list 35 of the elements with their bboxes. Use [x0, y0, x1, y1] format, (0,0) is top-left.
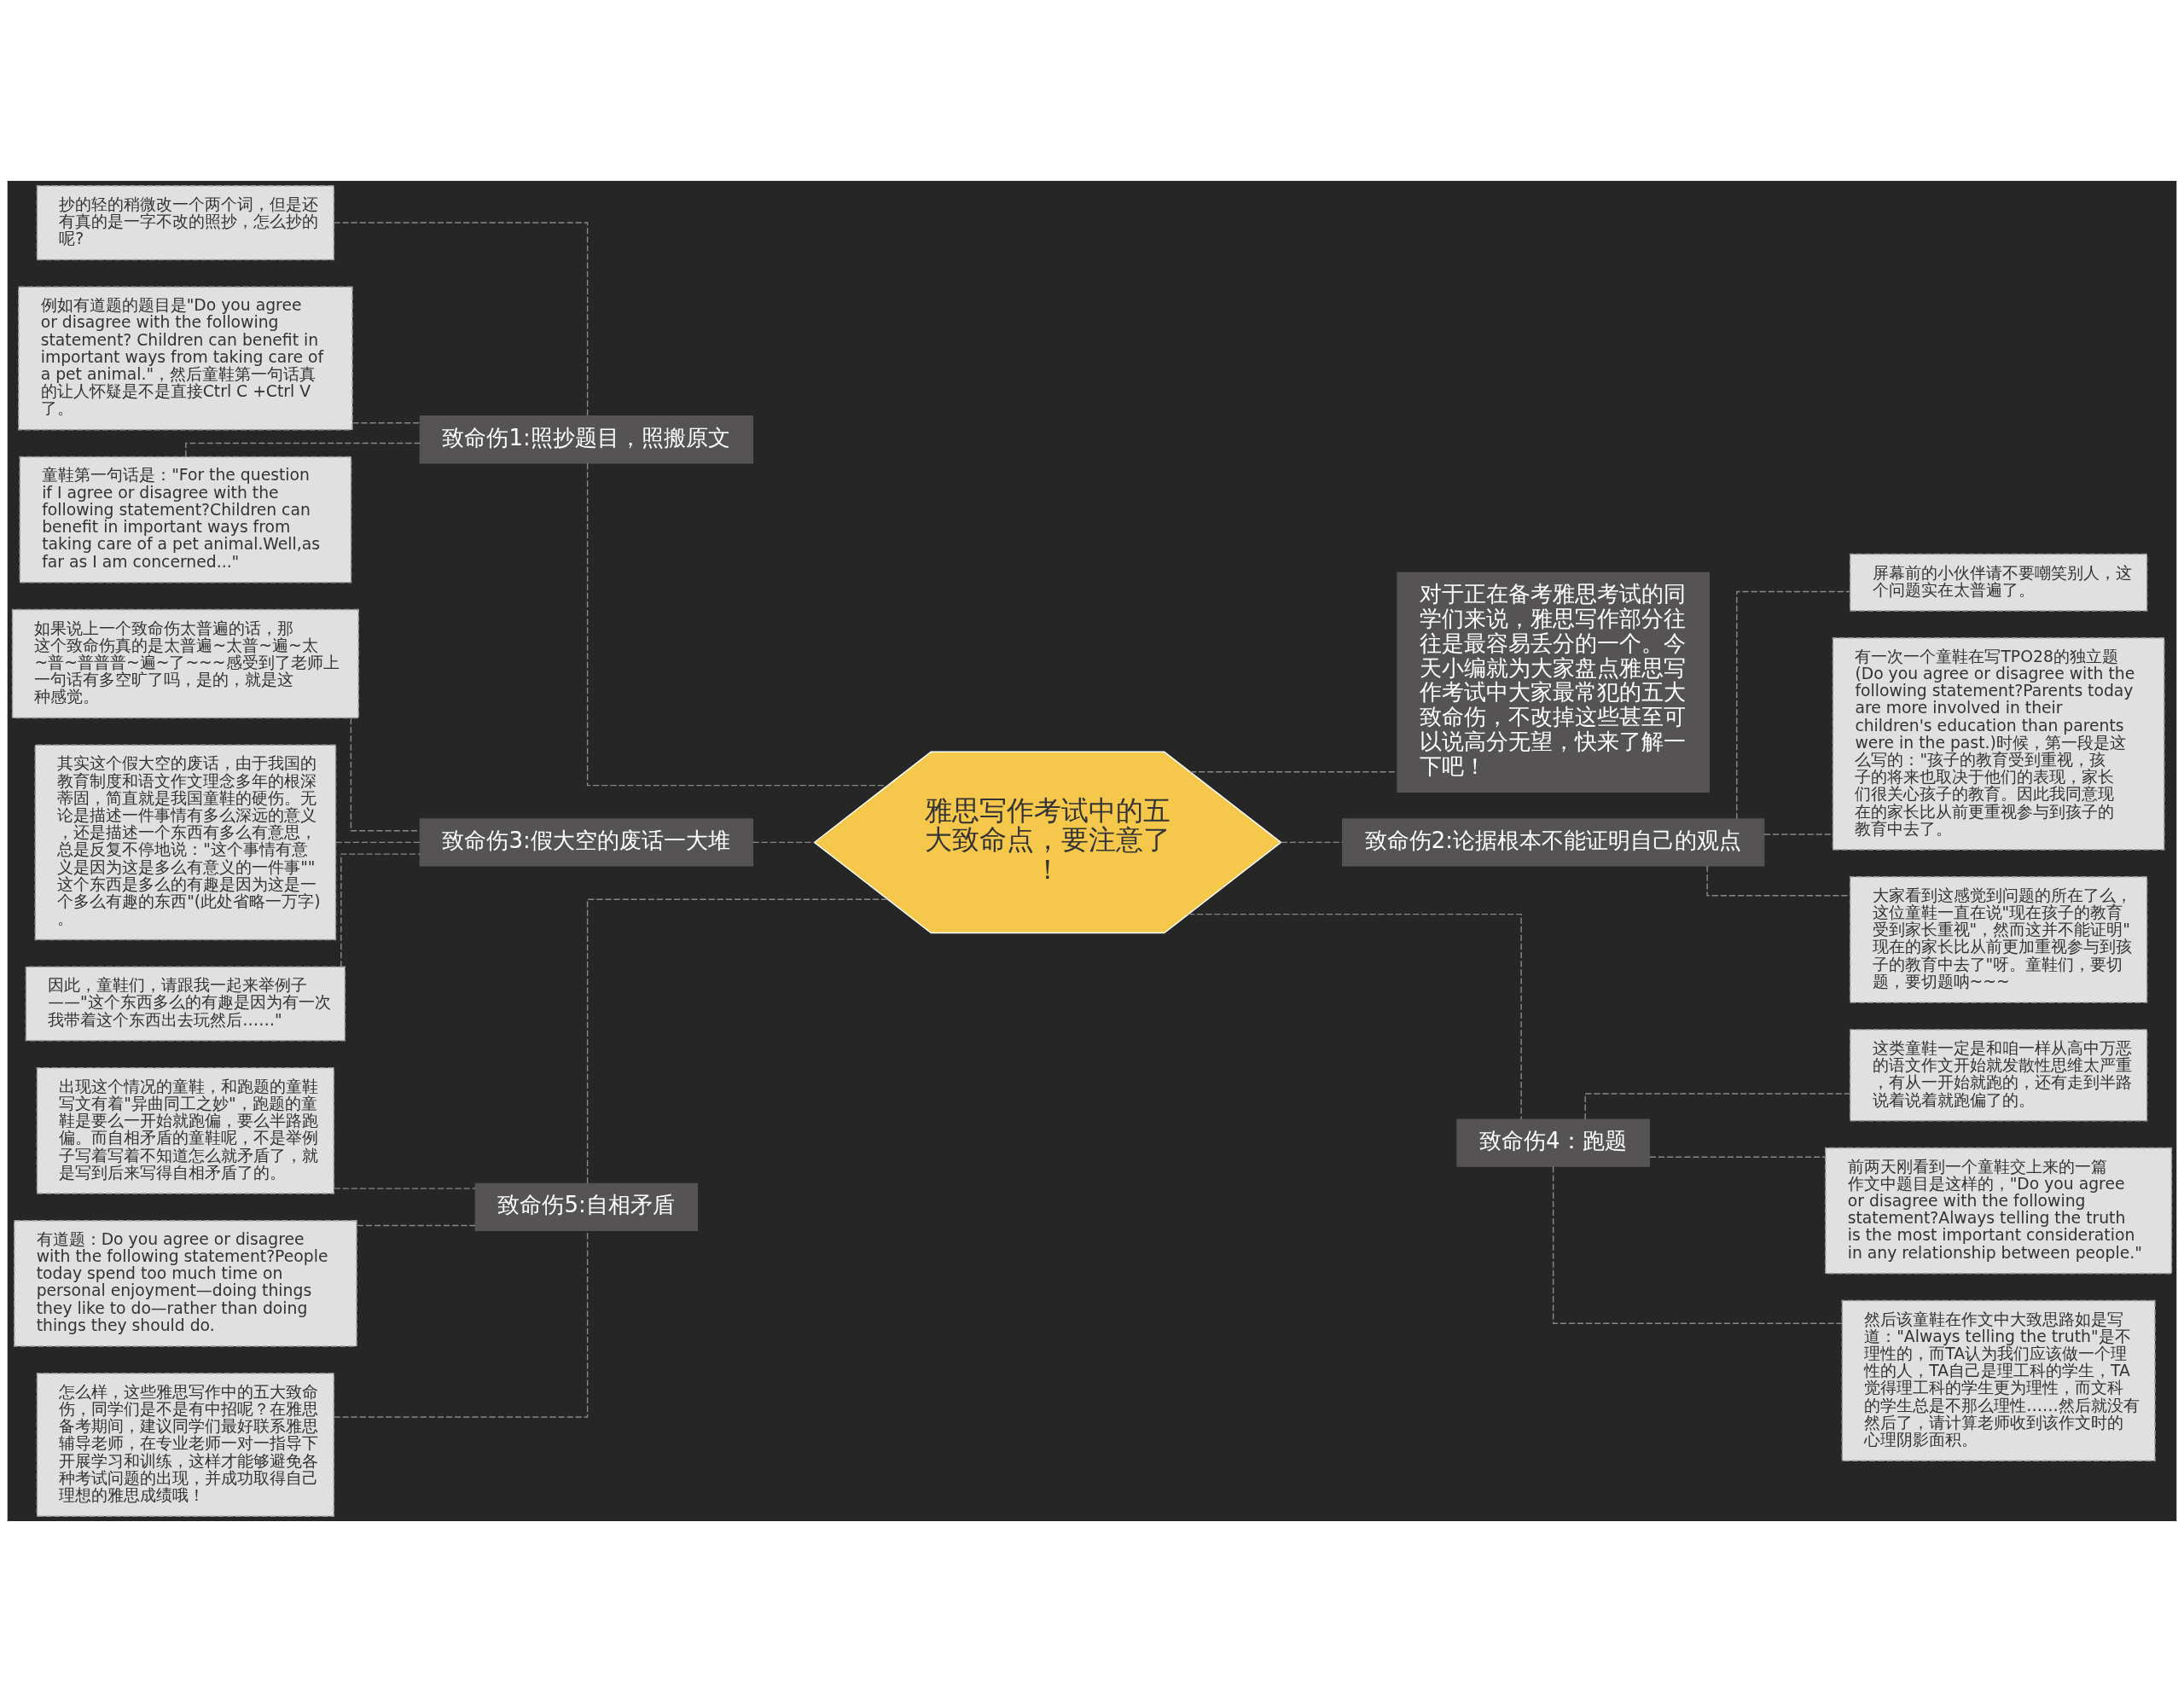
node-box: 其实这个假大空的废话，由于我国的教育制度和语文作文理念多年的根深蒂固，简直就是我国童鞋的硬伤。无论是描述一件事情有多么深远的意义，还是描述一个东西有多么有意思，总是反复不停地说："这个事情有意义是因为这是多么有意义的一件事""这个东西是多么的有趣是因为这是一个多么有趣的东西"(此处省略一万字)。	[34, 744, 337, 941]
node-box: 因此，童鞋们，请跟我一起来举例子——"这个东西多么的有趣是因为有一次我带着这个东西出去玩然后……"	[25, 966, 346, 1042]
node-box: 然后该童鞋在作文中大致思路如是写道："Always telling the truth"是不理性的，而TA认为我们应该做一个理性的人，TA自己是理工科的学生，TA觉得理工科的学生更为理性，而文科的学生总是不那么理性……然后就没有然后了，请计算老师收到该作文时的心理阴影面积。	[1841, 1299, 2156, 1461]
connector	[1649, 1156, 1827, 1159]
node-box: 致命伤2:论据根本不能证明自己的观点	[1342, 818, 1765, 867]
node-box: 这类童鞋一定是和咱一样从高中万恶的语文作文开始就发散性思维太严重，有从一开始就跑的，还有走到半路说着说着就跑偏了的。	[1849, 1029, 2148, 1122]
node-box: 出现这个情况的童鞋，和跑题的童鞋写文有着"异曲同工之妙"，跑题的童鞋是要么一开始就跑偏，要么半路跑偏。而自相矛盾的童鞋呢，不是举例子写着写着不知道怎么就矛盾了，就是写到后来写得自相矛盾了的。	[36, 1066, 335, 1194]
connector	[752, 841, 816, 844]
node-box: 致命伤4：跑题	[1456, 1118, 1650, 1167]
node-box: 童鞋第一句话是："For the question if I agree or disagree with the following statement?Children can benefit in important ways from taking care of a pet animal.Well,as far as I am concerned..."	[19, 456, 352, 584]
node-box: 对于正在备考雅思考试的同学们来说，雅思写作部分往往是最容易丢分的一个。今天小编就为大家盘点雅思写作考试中大家最常犯的五大致命伤，不改掉这些甚至可以说高分无望，快来了解一下吧！	[1397, 572, 1710, 793]
connector	[1736, 590, 1851, 820]
connector	[357, 1224, 476, 1227]
connector	[333, 222, 589, 417]
connector	[351, 422, 421, 424]
node-box: 致命伤5:自相矛盾	[474, 1182, 699, 1231]
connector	[1188, 913, 1522, 1120]
node-box: 例如有道题的题目是"Do you agree or disagree with the following statement? Children can benefit in important ways from taking care of a pet animal."，然后童鞋第一句话真的让人怀疑是不是直接Ctrl C +Ctrl V了。	[18, 286, 353, 431]
node-box: 致命伤1:照抄题目，照搬原文	[419, 415, 753, 464]
node-box: 致命伤3:假大空的废话一大堆	[419, 818, 753, 867]
node-box: 抄的轻的稍微改一个两个词，但是还有真的是一字不改的照抄，怎么抄的呢?	[36, 185, 335, 261]
connector	[1281, 841, 1344, 844]
connector	[1552, 1165, 1843, 1324]
node-box: 大家看到这感觉到问题的所在了么，这位童鞋一直在说"现在孩子的教育受到家长重视"，然而这并不能证明"现在的家长比从前更加重视参与到孩子的教育中去了"呀。童鞋们，要切题，要切题呐~~~	[1849, 876, 2148, 1003]
connector	[340, 853, 421, 967]
connector	[586, 462, 889, 787]
connector	[335, 841, 421, 844]
node-box: 前两天刚看到一个童鞋交上来的一篇作文中题目是这样的，"Do you agree or disagree with the following statement?Always telling the truth is the most important consideration in any relationship between people."	[1825, 1147, 2173, 1275]
node-box: 怎么样，这些雅思写作中的五大致命伤，同学们是不是有中招呢？在雅思备考期间，建议同学们最好联系雅思辅导老师，在专业老师一对一指导下开展学习和训练，这样才能够避免各种考试问题的出现，并成功取得自己理想的雅思成绩哦！	[36, 1373, 335, 1517]
node-box: 有道题：Do you agree or disagree with the following statement?People today spend too much time on personal enjoyment—doing things they like to do—rather than doing things they should do.	[13, 1219, 357, 1347]
node-box: 如果说上一个致命伤太普遍的话，那这个致命伤真的是太普遍~太普~遍~太~普~普普普~遍~了~~~感受到了老师上一句话有多空旷了吗，是的，就是这种感觉。	[11, 608, 359, 719]
node-box: 屏幕前的小伙伴请不要嘲笑别人，这个问题实在太普遍了。	[1849, 553, 2148, 612]
connector	[334, 1188, 477, 1189]
connector	[586, 898, 889, 1184]
node-box: 有一次一个童鞋在写TPO28的独立题(Do you agree or disagree with the following statement?Parents today are more involved in their children's education than parents were in the past.)时候，第一段是这么写的："孩子的教育受到重视，孩子的将来也取决于他们的表现，家长们很关心孩子的教育。因此我同意现在的家长比从前更重视参与到孩子的教育中去了。	[1832, 637, 2165, 851]
